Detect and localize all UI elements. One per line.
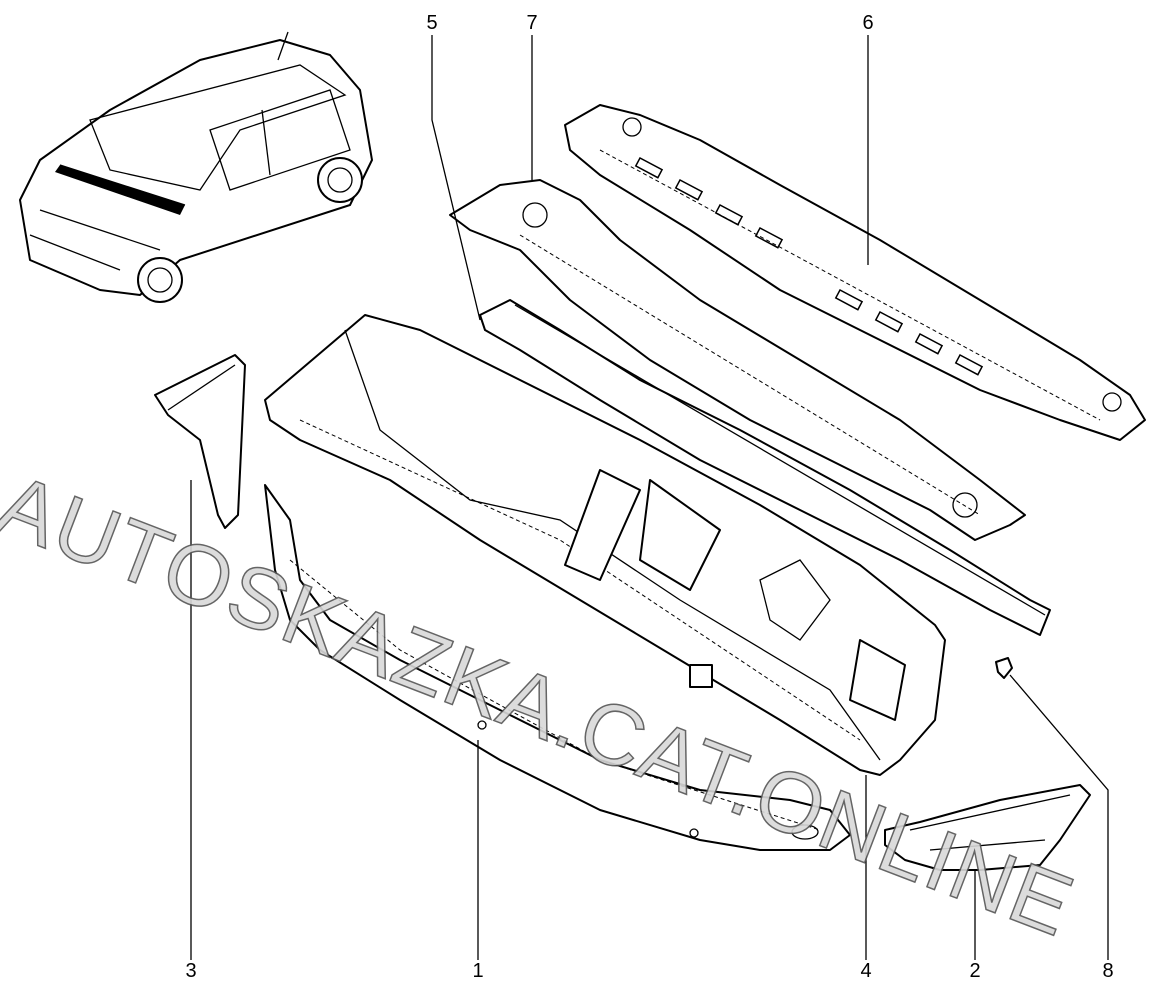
callout-4[interactable]: 4 [860, 960, 872, 982]
part-4-cowl-panel [264, 314, 946, 776]
callout-1[interactable]: 1 [472, 960, 484, 982]
callout-2[interactable]: 2 [969, 960, 981, 982]
vehicle-locator-thumbnail [19, 31, 373, 303]
part-1-lower-cross-member [264, 484, 851, 851]
ventilation-slots [634, 156, 984, 376]
part-8-clip [995, 657, 1013, 679]
part-2-side-bracket [884, 784, 1091, 871]
part-5-cowl-seal [479, 299, 1051, 636]
callout-3[interactable]: 3 [185, 960, 197, 982]
leader-lines [190, 35, 1109, 960]
part-3-bracket [154, 354, 246, 529]
callout-7[interactable]: 7 [526, 12, 538, 34]
callout-8[interactable]: 8 [1102, 960, 1114, 982]
callout-5[interactable]: 5 [426, 12, 438, 34]
callout-6[interactable]: 6 [862, 12, 874, 34]
part-6-cowl-upper-panel [564, 104, 1146, 441]
part-7-cowl-support [449, 179, 1026, 541]
